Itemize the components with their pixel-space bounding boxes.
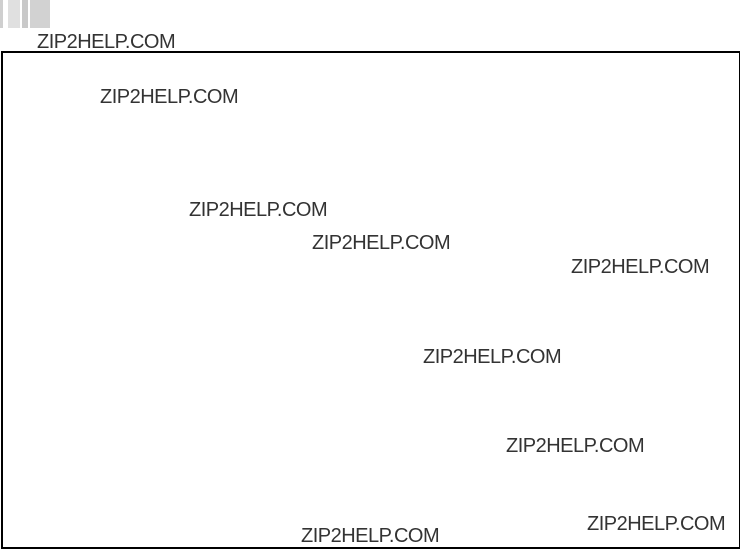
watermark-text: ZIP2HELP.COM	[571, 256, 710, 278]
blank-document-frame	[1, 51, 740, 549]
watermark-text: ZIP2HELP.COM	[312, 232, 451, 254]
logo-bar	[8, 0, 20, 28]
watermark-text: ZIP2HELP.COM	[587, 513, 726, 535]
watermark-text: ZIP2HELP.COM	[506, 435, 645, 457]
logo-bar	[30, 0, 50, 28]
logo-graphic	[0, 0, 60, 30]
watermark-text: ZIP2HELP.COM	[37, 31, 176, 53]
watermark-text: ZIP2HELP.COM	[189, 199, 328, 221]
watermark-text: ZIP2HELP.COM	[423, 346, 562, 368]
watermark-text: ZIP2HELP.COM	[100, 86, 239, 108]
logo-bar	[22, 0, 28, 28]
watermark-text: ZIP2HELP.COM	[301, 525, 440, 547]
logo-bar	[0, 0, 3, 28]
